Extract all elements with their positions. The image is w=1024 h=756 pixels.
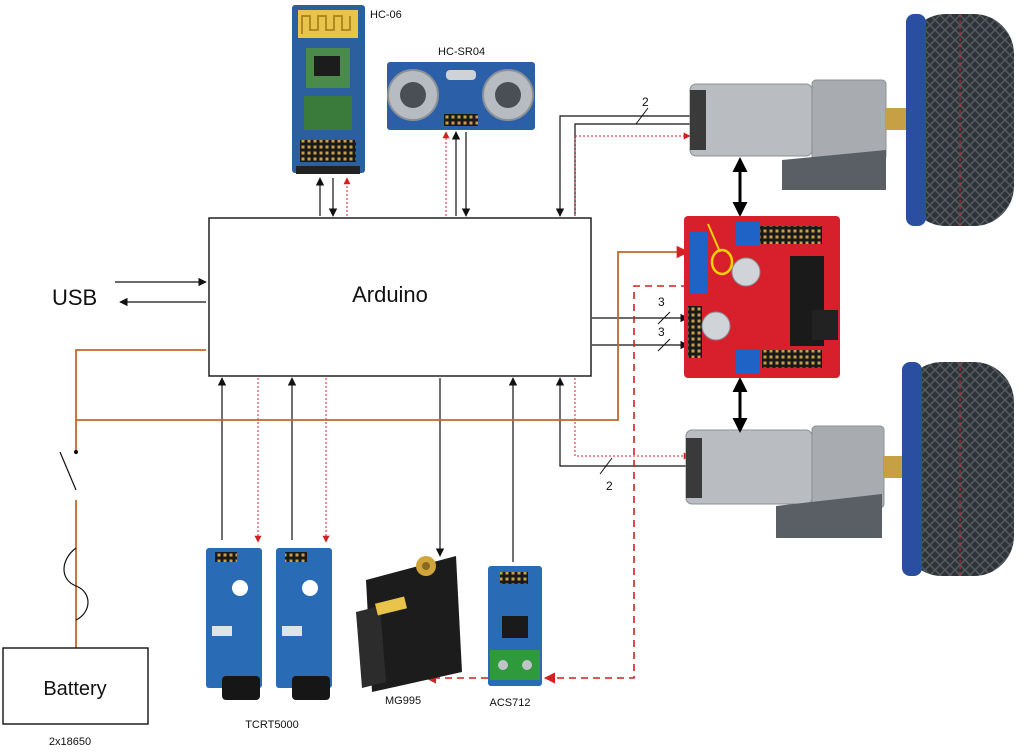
- current-sensor-label: ACS712: [490, 697, 531, 709]
- bus-ticks: [599, 107, 671, 475]
- battery-sub-label: 2x18650: [49, 736, 91, 748]
- current-sensor: [488, 566, 542, 686]
- bus-label-driver-a: 3: [658, 295, 665, 309]
- usb-label: USB: [52, 285, 97, 310]
- ir-sensor-1: [206, 548, 262, 700]
- hcsr04-module: [387, 62, 535, 130]
- bus-label-driver-b: 3: [658, 325, 665, 339]
- wire-power-arduino: [75, 349, 206, 452]
- motor-top: [689, 79, 918, 190]
- battery-block: Battery: [2, 647, 149, 725]
- hc06-label: HC-06: [370, 9, 402, 21]
- wire-arduino-motor-top: [574, 123, 690, 216]
- hc06-module: [292, 5, 365, 174]
- ir-sensor-2: [276, 548, 332, 700]
- switch-symbol: [59, 449, 79, 491]
- hcsr04-label: HC-SR04: [438, 46, 485, 58]
- dotted-red-wires: [254, 131, 691, 543]
- motor-bottom: [685, 425, 918, 538]
- bus-label-motor-top: 2: [642, 95, 649, 109]
- bus-label-motor-bottom: 2: [606, 479, 613, 493]
- wire-power-driver: [76, 245, 690, 421]
- servo-label: MG995: [385, 695, 421, 707]
- wire-driver-to-acs: [543, 285, 688, 684]
- motor-driver-board: [684, 216, 840, 378]
- arduino-label: Arduino: [352, 282, 428, 307]
- ir-sensor-label: TCRT5000: [245, 719, 299, 731]
- signal-wires: [115, 115, 690, 562]
- wire-motor-top-enc: [555, 115, 690, 217]
- wire-motor-bottom-enc: [555, 377, 690, 467]
- wire-motor-top-red: [574, 132, 691, 216]
- servo: [356, 556, 462, 692]
- dashed-red-power: [424, 285, 688, 684]
- power-wires: [75, 245, 690, 648]
- fuse-symbol: [63, 547, 89, 621]
- arduino-block: Arduino: [208, 217, 592, 377]
- wire-motor-bottom-red: [574, 378, 691, 460]
- wheel-bottom: [902, 362, 1014, 576]
- wheel-top: [906, 14, 1014, 226]
- battery-label: Battery: [43, 678, 106, 700]
